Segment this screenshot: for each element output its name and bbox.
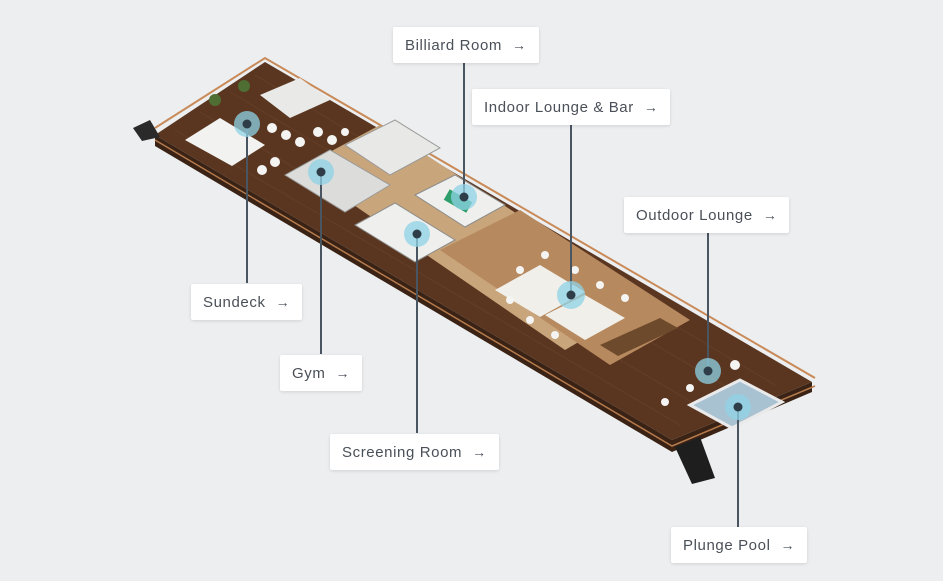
hotspot-gym[interactable]: [308, 159, 334, 185]
furniture: [257, 123, 740, 406]
planters: [209, 80, 250, 106]
stairs: [675, 437, 715, 484]
callout-plunge-pool[interactable]: Plunge Pool →: [671, 527, 808, 563]
bar-counter: [600, 318, 678, 356]
callout-screening-room-label: Screening Room: [342, 444, 463, 461]
arrow-right-icon: →: [512, 37, 527, 53]
callout-leaders: [246, 62, 739, 527]
hotspot-indoor-lounge-bar[interactable]: [557, 281, 585, 309]
deck-railing: [154, 56, 816, 379]
callout-gym[interactable]: Gym →: [280, 355, 363, 391]
arrow-right-icon: →: [762, 207, 778, 223]
callout-billiard-room-label: Billiard Room: [405, 37, 502, 54]
callout-screening-room[interactable]: Screening Room →: [330, 434, 499, 470]
arrow-right-icon: →: [780, 537, 796, 553]
sundeck-area: [185, 118, 265, 166]
stairs-back: [133, 120, 160, 141]
hotspots: [234, 111, 751, 420]
callout-outdoor-lounge-label: Outdoor Lounge: [636, 207, 753, 224]
callout-indoor-lounge-bar-label: Indoor Lounge & Bar: [484, 99, 634, 116]
sundeck-loungers: [260, 78, 330, 118]
callout-sundeck-label: Sundeck: [203, 294, 266, 311]
arrow-right-icon: →: [275, 294, 291, 310]
callout-billiard-room[interactable]: Billiard Room →: [393, 27, 539, 63]
arrow-right-icon: →: [643, 99, 659, 115]
arrow-right-icon: →: [335, 365, 351, 381]
callout-outdoor-lounge[interactable]: Outdoor Lounge →: [624, 197, 790, 233]
service-core: [344, 119, 441, 176]
hotspot-outdoor-lounge[interactable]: [695, 358, 721, 384]
callout-gym-label: Gym: [292, 365, 326, 382]
arrow-right-icon: →: [472, 444, 487, 460]
hotspot-plunge-pool[interactable]: [725, 394, 751, 420]
hotspot-billiard-room[interactable]: [451, 184, 477, 210]
hotspot-sundeck[interactable]: [234, 111, 260, 137]
callout-indoor-lounge-bar[interactable]: Indoor Lounge & Bar →: [472, 89, 671, 125]
hotspot-screening-room[interactable]: [404, 221, 430, 247]
callout-plunge-pool-label: Plunge Pool: [683, 537, 771, 554]
callout-sundeck[interactable]: Sundeck →: [191, 284, 303, 320]
